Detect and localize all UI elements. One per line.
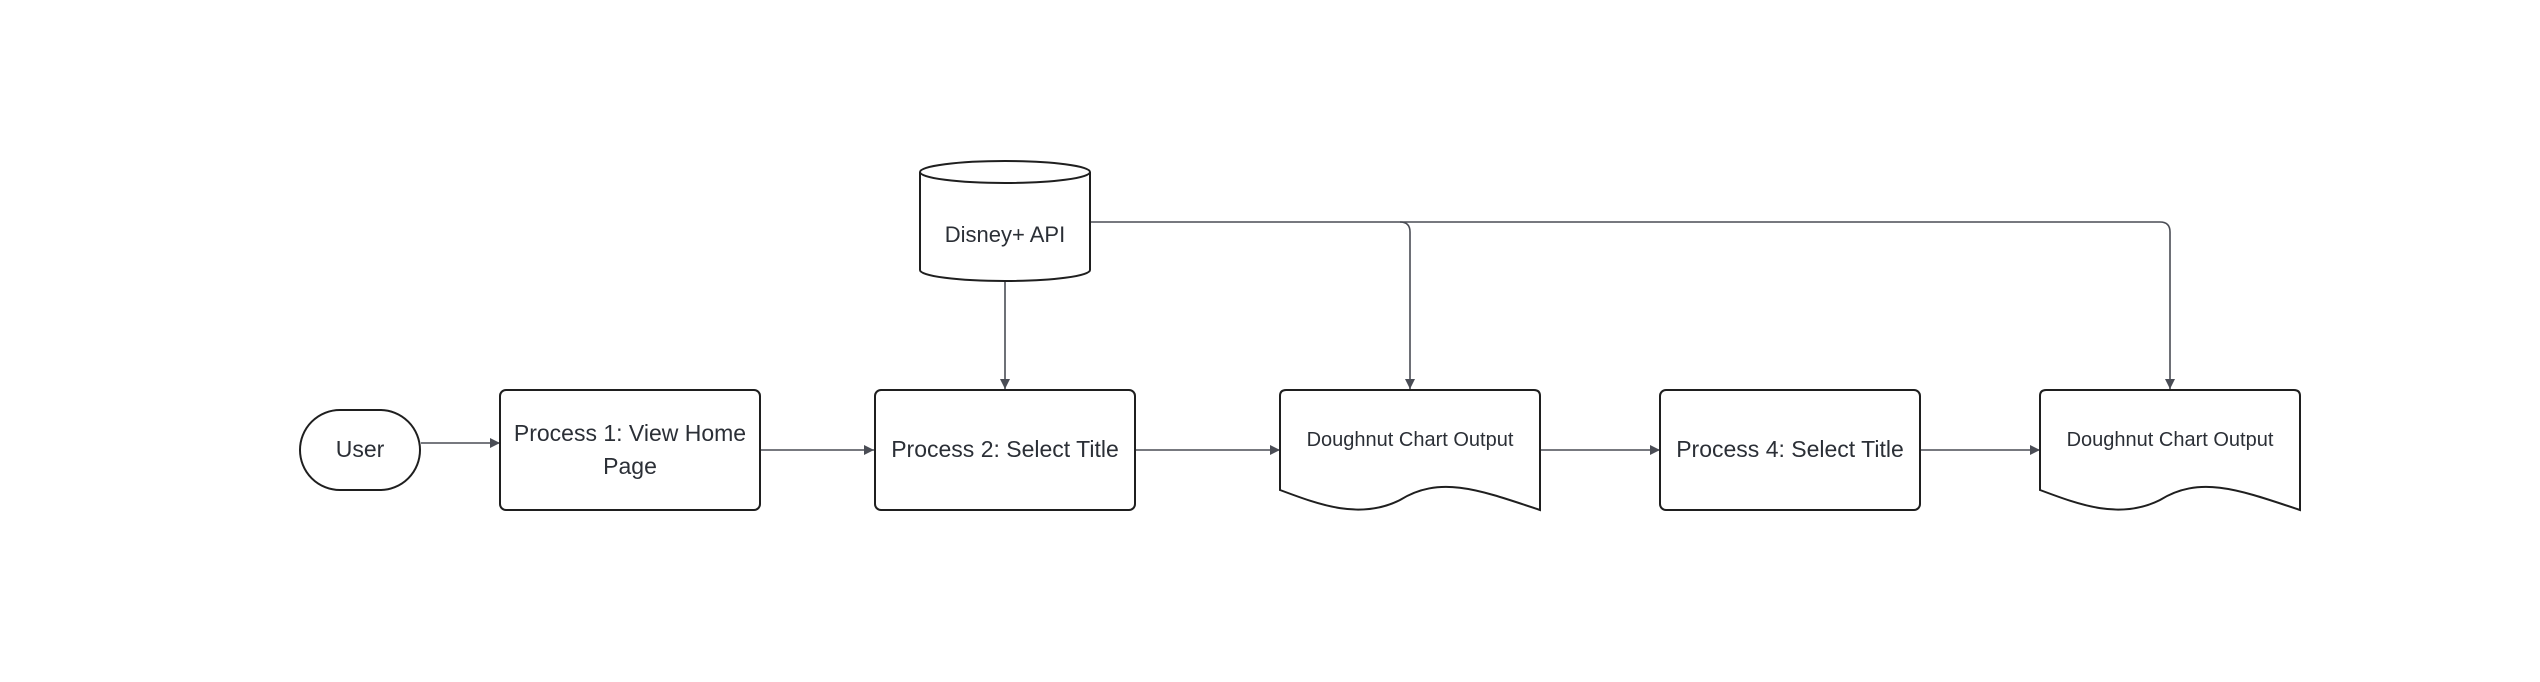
process4-box[interactable]	[1659, 389, 1921, 511]
user-terminator-shape[interactable]	[299, 409, 421, 491]
output1-document-shape[interactable]	[1279, 389, 1541, 512]
connector-api-to-output1	[1090, 221, 1415, 389]
process1-label: Process 1: View Home Page	[513, 419, 747, 479]
api-database-cylinder-top	[919, 160, 1091, 184]
process2-label: Process 2: Select Title	[891, 436, 1119, 463]
process4-label: Process 4: Select Title	[1676, 436, 1904, 463]
process1-box[interactable]	[499, 389, 761, 511]
user-label: User	[335, 436, 385, 463]
connector-api-to-output2	[1400, 221, 2175, 389]
process2-box[interactable]	[874, 389, 1136, 511]
output2-document-shape[interactable]	[2039, 389, 2301, 512]
output1-label: Doughnut Chart Output	[1306, 428, 1514, 451]
api-label: Disney+ API	[944, 222, 1066, 248]
api-database-cylinder-body[interactable]	[919, 172, 1091, 282]
output2-label: Doughnut Chart Output	[2066, 428, 2274, 451]
